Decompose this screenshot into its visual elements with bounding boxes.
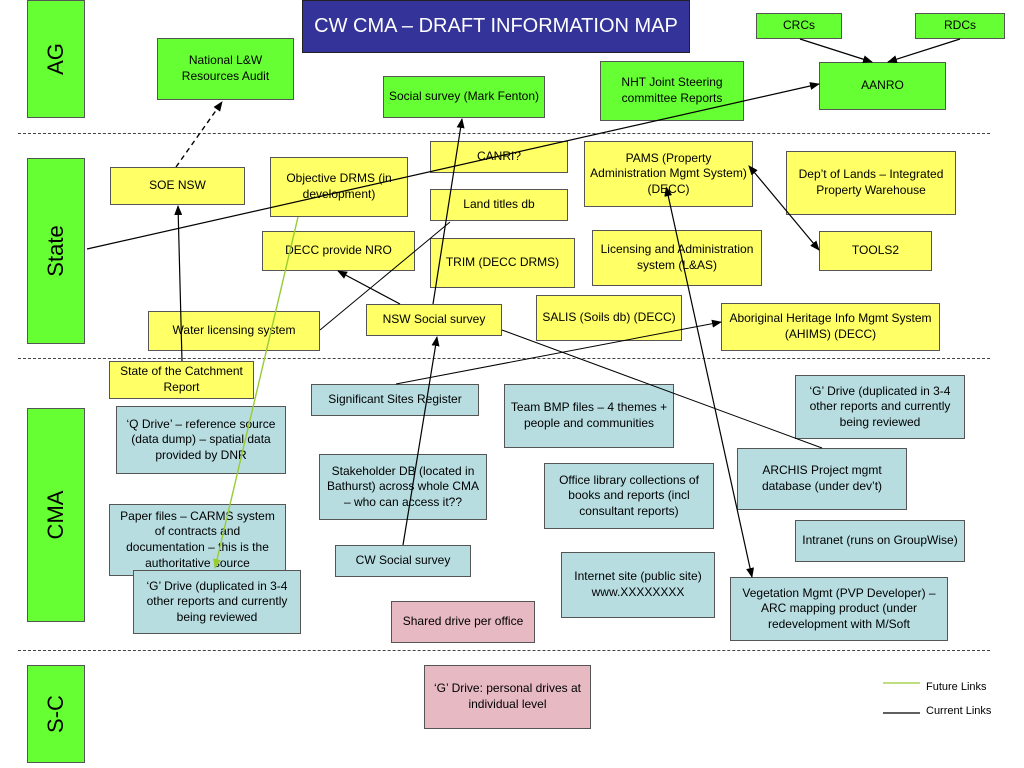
link-sites-ahims xyxy=(395,319,722,385)
box-intranet[interactable]: Intranet (runs on GroupWise) xyxy=(795,520,965,562)
box-nht-reports[interactable]: NHT Joint Steering committee Reports xyxy=(600,61,744,121)
box-aanro[interactable]: AANRO xyxy=(819,62,946,110)
link-nsw-social-nro xyxy=(337,270,401,305)
box-ahims[interactable]: Aboriginal Heritage Info Mgmt System (AH… xyxy=(721,303,940,351)
box-national-audit[interactable]: National L&W Resources Audit xyxy=(157,38,294,100)
box-significant-sites[interactable]: Significant Sites Register xyxy=(311,384,479,416)
divider-state-cma xyxy=(18,358,990,359)
link-future-drms-paper xyxy=(213,216,299,569)
link-pams-vegetation xyxy=(664,186,754,578)
divider-ag-state xyxy=(18,133,990,134)
box-trim[interactable]: TRIM (DECC DRMS) xyxy=(430,238,575,288)
legend-current-label: Current Links xyxy=(926,705,992,717)
link-catchment-soe xyxy=(174,205,183,362)
box-g-drive-left[interactable]: ‘G’ Drive (duplicated in 3-4 other repor… xyxy=(133,570,301,634)
link-nsw-social-fenton xyxy=(432,118,465,305)
link-state-aanro xyxy=(86,82,820,250)
page-title: CW CMA – DRAFT INFORMATION MAP xyxy=(302,0,690,53)
divider-cma-sc xyxy=(18,650,990,651)
box-salis[interactable]: SALIS (Soils db) (DECC) xyxy=(536,295,682,341)
lane-cma: CMA xyxy=(27,408,85,622)
box-shared-drive[interactable]: Shared drive per office xyxy=(391,601,535,643)
box-objective-drms[interactable]: Objective DRMS (in development) xyxy=(270,157,408,217)
link-soe-audit xyxy=(175,101,223,168)
box-q-drive[interactable]: ‘Q Drive’ – reference source (data dump)… xyxy=(116,406,286,474)
box-team-bmp[interactable]: Team BMP files – 4 themes + people and c… xyxy=(504,384,674,448)
box-nsw-social-survey[interactable]: NSW Social survey xyxy=(366,304,502,336)
box-vegetation-mgmt[interactable]: Vegetation Mgmt (PVP Developer) – ARC ma… xyxy=(730,577,948,641)
box-stakeholder-db[interactable]: Stakeholder DB (located in Bathurst) acr… xyxy=(319,454,487,520)
lane-state: State xyxy=(27,158,85,344)
box-social-survey-fenton[interactable]: Social survey (Mark Fenton) xyxy=(383,76,545,118)
box-land-titles[interactable]: Land titles db xyxy=(430,189,568,221)
link-crcs-aanro xyxy=(799,38,873,64)
lane-ag: AG xyxy=(27,0,85,118)
box-g-drive-right[interactable]: ‘G’ Drive (duplicated in 3-4 other repor… xyxy=(795,375,965,439)
box-rdcs[interactable]: RDCs xyxy=(915,13,1005,39)
box-soe-nsw[interactable]: SOE NSW xyxy=(110,167,245,205)
box-cw-social-survey[interactable]: CW Social survey xyxy=(335,545,471,577)
lane-sc: S-C xyxy=(27,665,85,763)
box-personal-drives[interactable]: ‘G’ Drive: personal drives at individual… xyxy=(424,665,591,729)
box-water-licensing[interactable]: Water licensing system xyxy=(148,311,320,351)
link-water-landtitles xyxy=(319,221,451,331)
box-decc-nro[interactable]: DECC provide NRO xyxy=(262,231,415,271)
box-tools2[interactable]: TOOLS2 xyxy=(819,231,932,271)
link-rdcs-aanro xyxy=(887,38,961,64)
box-paper-files[interactable]: Paper files – CARMS system of contracts … xyxy=(109,504,286,576)
box-catchment-report[interactable]: State of the Catchment Report xyxy=(109,361,254,399)
link-pams-tools2 xyxy=(748,165,820,251)
link-nsw-archis xyxy=(501,329,823,449)
link-cw-nsw-social xyxy=(402,336,440,546)
legend-future-label: Future Links xyxy=(926,681,987,693)
box-crcs[interactable]: CRCs xyxy=(756,13,842,39)
